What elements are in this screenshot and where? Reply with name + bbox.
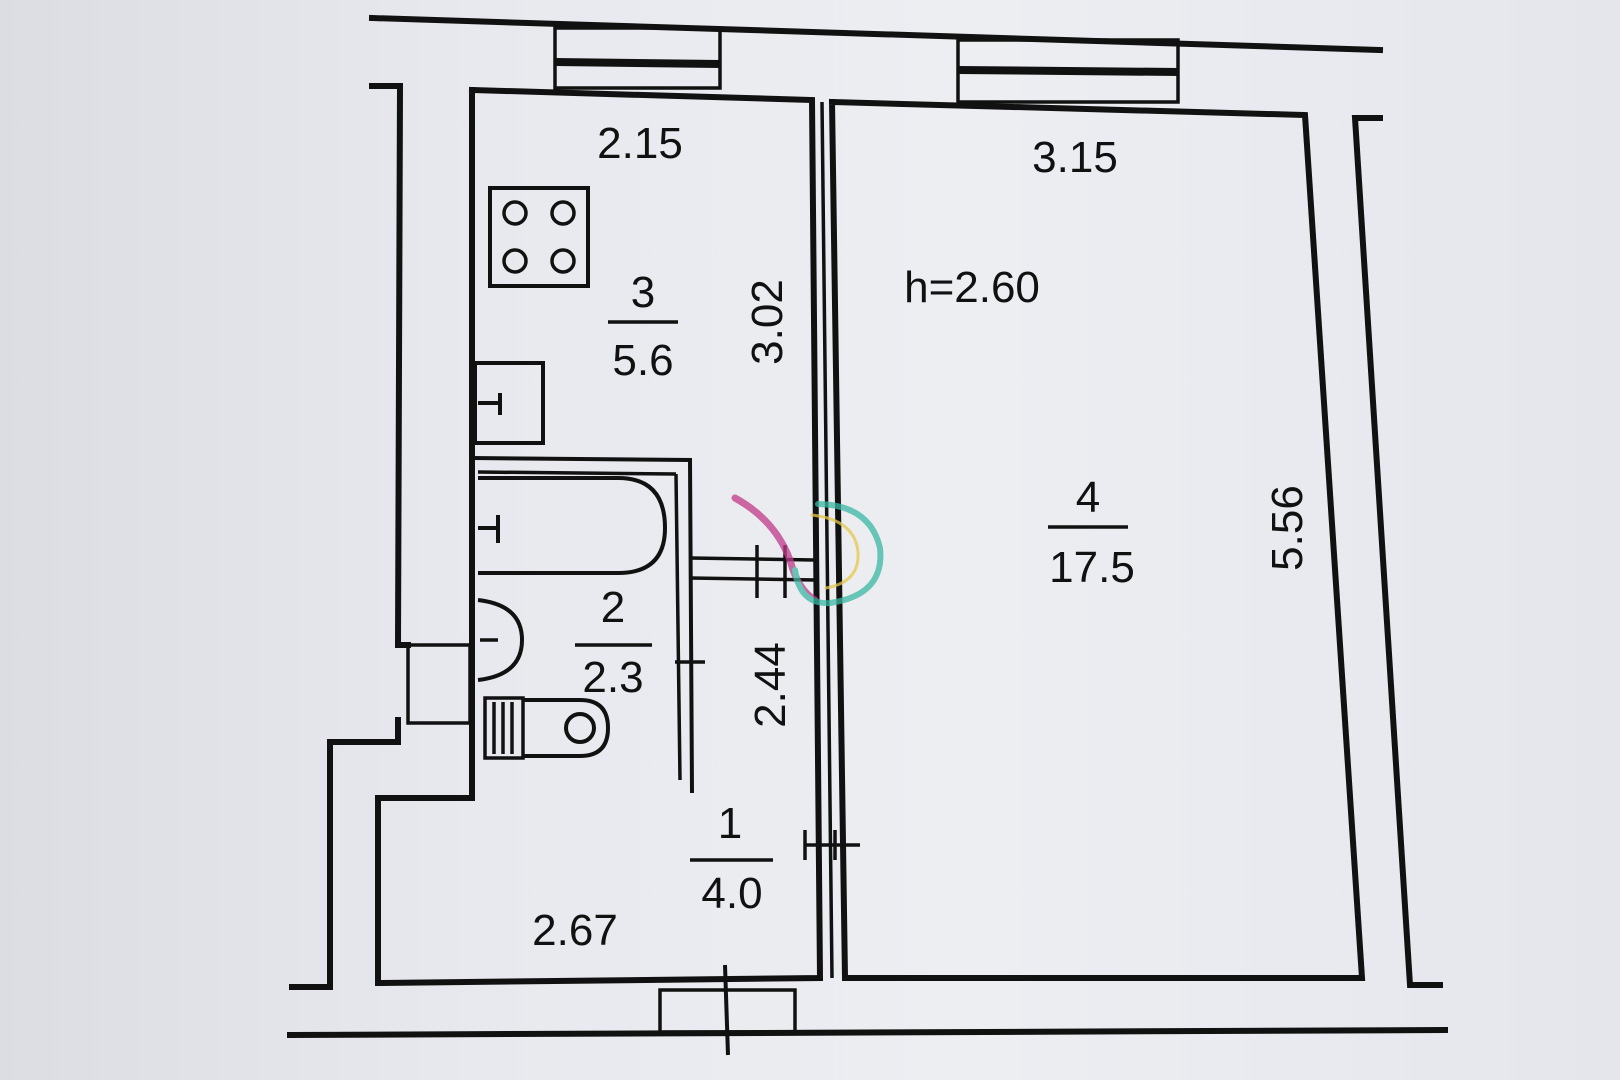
dimension-room-length: 5.56 xyxy=(1263,485,1312,571)
exterior-walls xyxy=(286,14,1449,1039)
interior-walls xyxy=(375,86,1366,987)
fraction-bars xyxy=(575,320,1128,862)
room-3-area: 5.6 xyxy=(612,336,673,385)
room-2-area: 2.3 xyxy=(582,653,643,702)
washbasin-icon xyxy=(477,598,525,682)
dimension-hall-width: 2.67 xyxy=(532,906,618,955)
dimension-bathroom-length: 2.44 xyxy=(746,642,795,728)
room-4-area: 17.5 xyxy=(1049,543,1135,592)
dimension-kitchen-length: 3.02 xyxy=(743,279,792,365)
room-3-number: 3 xyxy=(631,268,655,317)
stove-icon xyxy=(488,186,590,288)
window-kitchen xyxy=(553,26,722,90)
logo-watermark xyxy=(731,494,884,607)
door-marks xyxy=(675,545,860,860)
ceiling-height-label: h=2.60 xyxy=(904,263,1040,312)
dimension-room-width: 3.15 xyxy=(1032,133,1118,182)
toilet-icon xyxy=(483,696,611,760)
room-2-number: 2 xyxy=(601,583,625,632)
bathtub-icon xyxy=(478,476,668,575)
room-1-area: 4.0 xyxy=(701,869,762,918)
kitchen-sink-icon xyxy=(473,361,545,445)
room-4-number: 4 xyxy=(1076,473,1100,522)
window-room xyxy=(956,38,1180,104)
dimension-kitchen-width: 2.15 xyxy=(597,119,683,168)
room-1-number: 1 xyxy=(718,799,742,848)
